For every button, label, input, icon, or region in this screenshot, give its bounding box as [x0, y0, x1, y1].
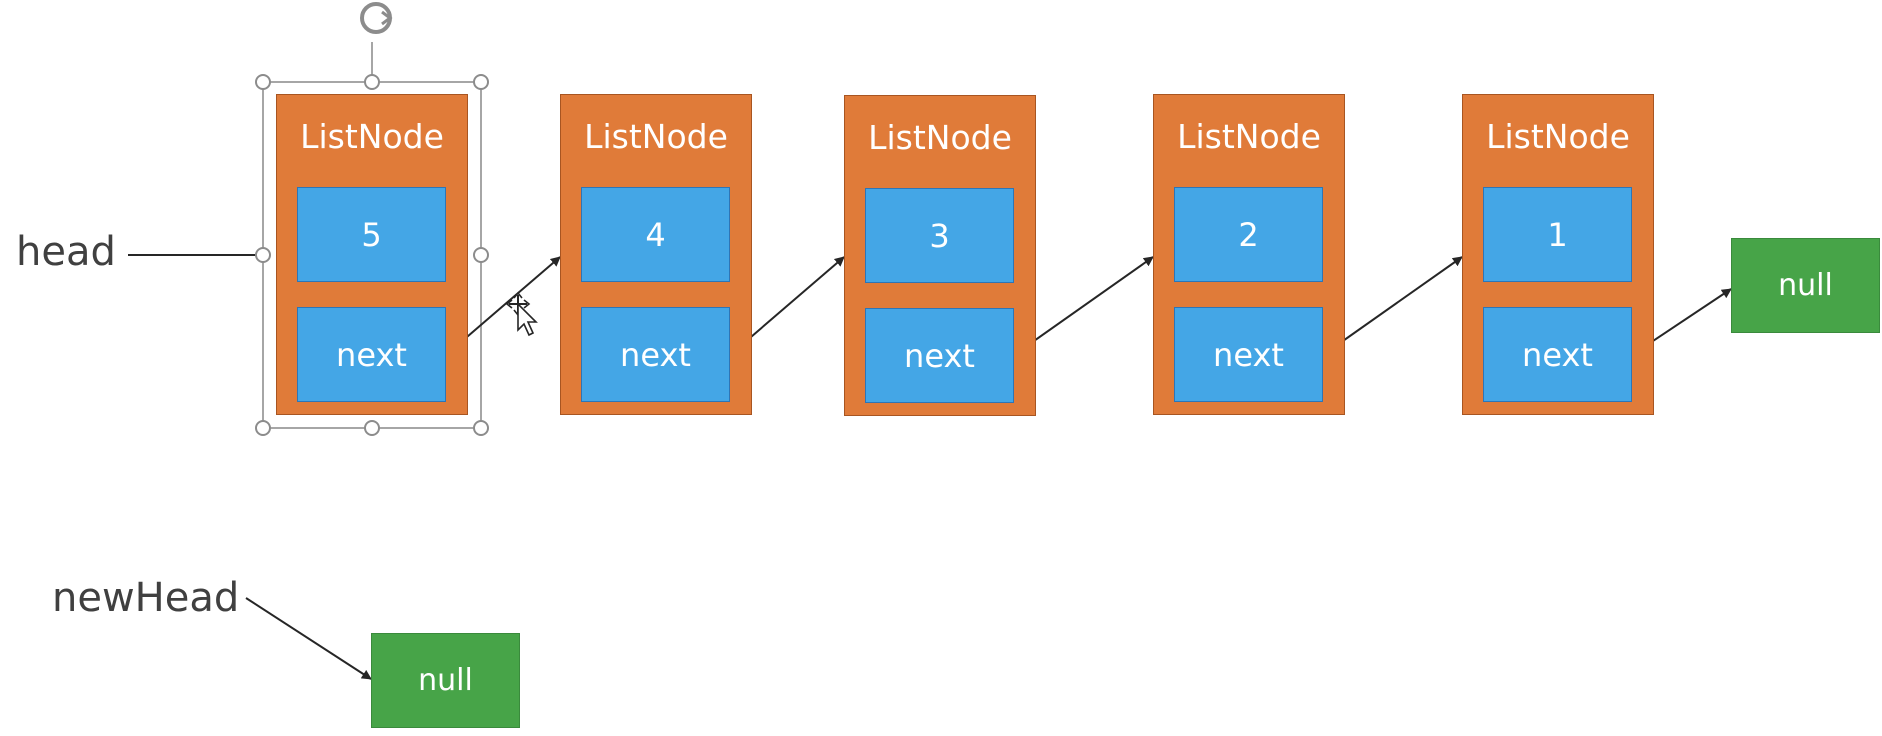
node-value-cell: 3 [865, 188, 1014, 283]
move-cursor-icon [505, 291, 538, 337]
node-value-cell: 1 [1483, 187, 1632, 282]
node-title: ListNode [584, 117, 728, 156]
resize-handle-middle-left[interactable] [255, 247, 271, 263]
node-next-cell: next [1483, 307, 1632, 402]
node-value-cell: 5 [297, 187, 446, 282]
arrow-next-3-to-2 [1013, 256, 1154, 356]
list-node-4[interactable]: ListNode 4 next [560, 94, 752, 415]
node-next-cell: next [1174, 307, 1323, 402]
node-title: ListNode [868, 118, 1012, 157]
node-title: ListNode [1177, 117, 1321, 156]
list-node-3[interactable]: ListNode 3 next [844, 95, 1036, 416]
resize-handle-bottom-middle[interactable] [364, 420, 380, 436]
list-node-2[interactable]: ListNode 2 next [1153, 94, 1345, 415]
node-title: ListNode [300, 117, 444, 156]
node-next-cell: next [865, 308, 1014, 403]
new-head-null-box[interactable]: null [371, 633, 520, 728]
resize-handle-top-right[interactable] [473, 74, 489, 90]
list-node-5[interactable]: ListNode 5 next [276, 94, 468, 415]
resize-handle-bottom-right[interactable] [473, 420, 489, 436]
resize-handle-top-middle[interactable] [364, 74, 380, 90]
rotate-icon[interactable] [360, 2, 393, 34]
node-next-cell: next [297, 307, 446, 402]
list-node-1[interactable]: ListNode 1 next [1462, 94, 1654, 415]
node-value-cell: 4 [581, 187, 730, 282]
resize-handle-bottom-left[interactable] [255, 420, 271, 436]
new-head-label: newHead [52, 575, 240, 621]
new-head-pointer-arrow [245, 597, 372, 680]
head-label: head [16, 229, 116, 275]
resize-handle-top-left[interactable] [255, 74, 271, 90]
arrow-next-2-to-1 [1322, 256, 1463, 356]
node-value-cell: 2 [1174, 187, 1323, 282]
node-next-cell: next [581, 307, 730, 402]
node-title: ListNode [1486, 117, 1630, 156]
tail-null-box[interactable]: null [1731, 238, 1880, 333]
resize-handle-middle-right[interactable] [473, 247, 489, 263]
